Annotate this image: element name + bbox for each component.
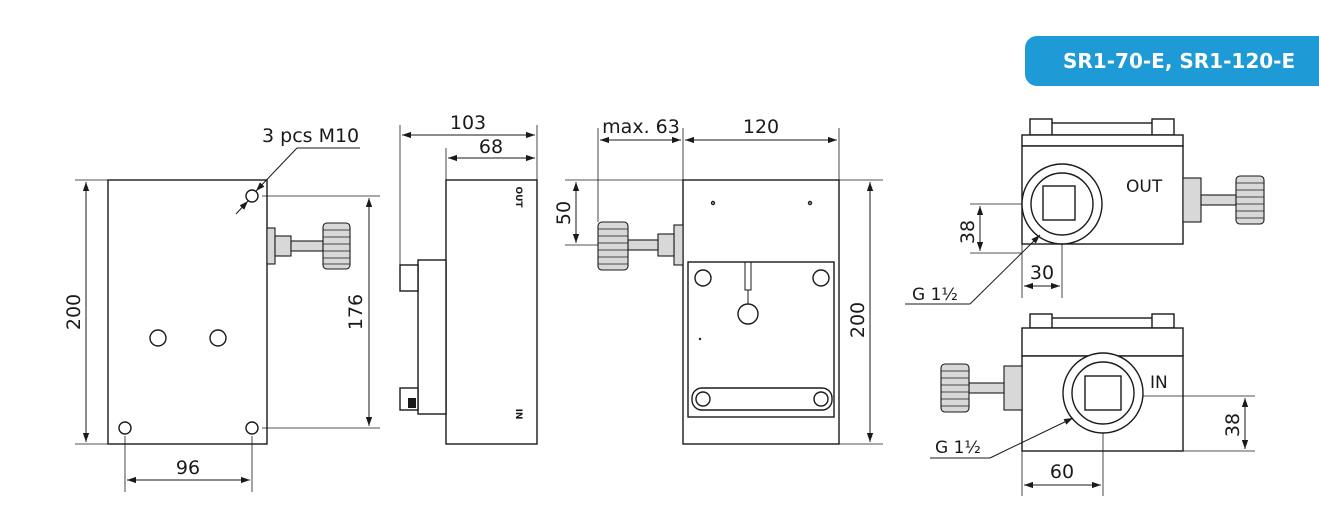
- out-port-bore: [1042, 185, 1076, 221]
- in-top-rail: [1034, 317, 1156, 329]
- in-offset-dim: 60: [1050, 461, 1074, 483]
- front-plate: [107, 179, 268, 445]
- rear-width-dim: 120: [743, 116, 779, 138]
- adjust-knob-icon: [266, 222, 351, 270]
- rear-gauge-bulb: [737, 303, 759, 325]
- in-top-block-left: [1029, 313, 1053, 329]
- rear-bolt-top-left: [694, 269, 712, 287]
- product-title-badge: SR1-70-E, SR1-120-E: [1025, 36, 1319, 86]
- in-thread-label: G 1½: [935, 438, 981, 458]
- rear-bolt-top-right: [812, 269, 830, 287]
- front-width-dim: 96: [176, 457, 200, 479]
- mount-hole-top: [245, 189, 259, 203]
- top-view-out: OUT 38 30 G 1½: [905, 118, 1265, 305]
- out-thread-label: G 1½: [912, 285, 958, 305]
- out-top-cap: [1021, 134, 1184, 147]
- in-top-cap: [1021, 327, 1184, 357]
- rear-adjust-knob-icon: [597, 221, 684, 271]
- front-height-dim: 200: [63, 294, 85, 330]
- rear-view: max. 63 120 50 200: [553, 116, 883, 445]
- in-port-bore: [1084, 375, 1122, 411]
- out-label: OUT: [1126, 177, 1163, 197]
- top-view-in: IN 38 60 G 1½: [930, 313, 1255, 496]
- rear-knob-max-dim: max. 63: [602, 116, 680, 138]
- side-total-depth-dim: 103: [450, 112, 486, 134]
- rear-height-dim: 200: [847, 302, 869, 338]
- hole-count-label: 3 pcs M10: [262, 125, 359, 147]
- in-height-dim: 38: [1222, 413, 1244, 437]
- rear-slot-bolt-left: [695, 391, 711, 407]
- rear-offset-dim: 50: [553, 201, 575, 225]
- side-in-label: IN: [513, 409, 523, 420]
- in-top-block-right: [1151, 313, 1175, 329]
- in-label: IN: [1150, 373, 1168, 393]
- in-knob-icon: [940, 363, 970, 413]
- out-knob-icon: [1235, 175, 1265, 225]
- side-fitting-top: [399, 264, 419, 292]
- out-top-rail: [1034, 122, 1156, 136]
- side-body: [445, 179, 538, 445]
- front-hole-spacing-dim: 176: [345, 294, 367, 330]
- rear-slot-bolt-right: [813, 391, 829, 407]
- rear-slot: [691, 387, 833, 411]
- center-hole-left: [149, 329, 167, 347]
- side-out-label: OUT: [513, 186, 523, 208]
- out-offset-dim: 30: [1030, 262, 1054, 284]
- front-view: 3 pcs M10 200 176 96: [63, 125, 380, 492]
- out-top-block-right: [1151, 118, 1175, 136]
- side-mount-plate: [417, 259, 447, 415]
- center-hole-right: [209, 329, 227, 347]
- out-top-block-left: [1029, 118, 1053, 136]
- out-height-dim: 38: [957, 220, 979, 244]
- mount-hole-bottom-right: [245, 421, 259, 435]
- side-view: OUT IN 103 68: [399, 112, 538, 445]
- side-body-depth-dim: 68: [479, 136, 503, 158]
- mount-hole-bottom-left: [118, 421, 132, 435]
